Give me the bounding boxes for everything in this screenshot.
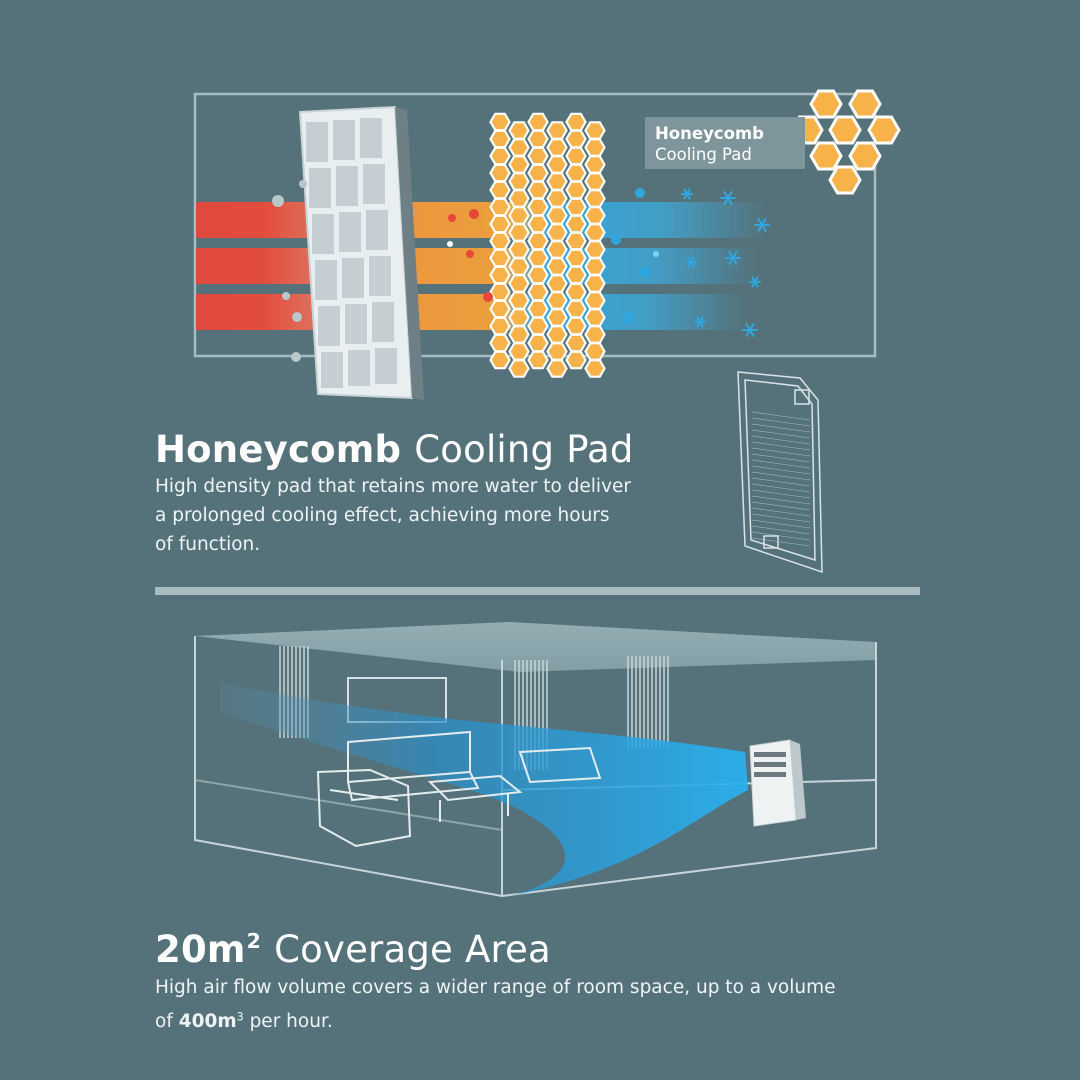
air-particles (272, 180, 659, 362)
coverage-desc-line-1: High air flow volume covers a wider rang… (155, 977, 836, 998)
section-divider (155, 587, 920, 595)
air-stream-2 (196, 248, 756, 284)
furniture (316, 730, 602, 848)
pad-product-drawing (737, 371, 823, 574)
coverage-section-description: High air flow volume covers a wider rang… (155, 973, 836, 1036)
pad-title-light: Cooling Pad (414, 428, 634, 471)
air-stream-3 (196, 294, 746, 330)
pad-desc-line-3: of function. (155, 534, 261, 555)
pad-section-description: High density pad that retains more water… (155, 472, 631, 559)
pad-desc-line-1: High density pad that retains more water… (155, 476, 632, 497)
coverage-desc-line-2: of 400m3 per hour. (155, 1010, 333, 1032)
callout-line-1: Honeycomb (655, 124, 764, 143)
coverage-title-bold: 20m2 (155, 928, 262, 972)
pad-title-bold: Honeycomb (155, 428, 402, 471)
honeycomb-icon (790, 89, 901, 195)
air-cooler-unit (749, 739, 806, 827)
honeycomb-pad (489, 112, 606, 378)
callout-line-2: Cooling Pad (655, 145, 752, 164)
filter-grille (298, 105, 424, 400)
coverage-title-light: Coverage Area (274, 928, 551, 972)
pad-section-title: Honeycomb Cooling Pad (155, 428, 634, 471)
room-airflow (220, 682, 748, 896)
room-illustration (194, 622, 877, 898)
honeycomb-callout-label: Honeycomb Cooling Pad (645, 117, 805, 169)
snowflake-icons (681, 188, 770, 337)
pad-desc-line-2: a prolonged cooling effect, achieving mo… (155, 505, 610, 526)
air-stream-1 (196, 202, 766, 238)
coverage-section-title: 20m2 Coverage Area (155, 928, 551, 972)
room-ceiling (195, 622, 876, 672)
air-stream-bands (196, 202, 766, 330)
